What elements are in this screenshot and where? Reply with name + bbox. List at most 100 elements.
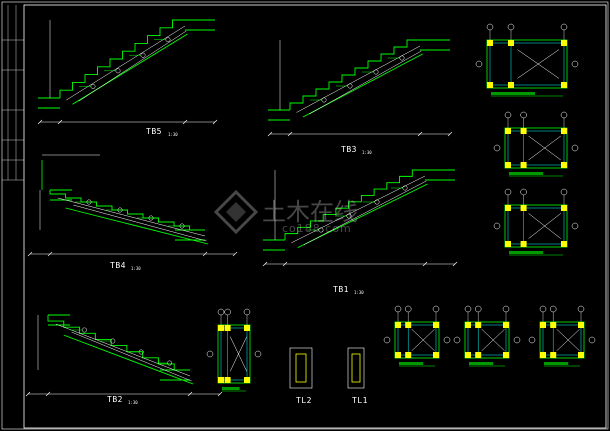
axis-bubble: [520, 188, 527, 196]
column-marker: [405, 352, 412, 358]
column-marker: [475, 322, 482, 328]
column-marker: [520, 205, 527, 211]
axis-bubble-side: [528, 336, 536, 344]
plan-outline: [217, 324, 251, 384]
column-marker: [520, 128, 527, 134]
stair-soffit: [297, 183, 428, 249]
stair-tb3: [267, 39, 453, 137]
column-marker: [244, 325, 250, 331]
plan-inner: [507, 130, 565, 166]
column-marker: [405, 322, 412, 328]
stair-sections: [25, 19, 458, 397]
dimension-tick: [417, 131, 423, 137]
column-marker: [395, 322, 401, 328]
dimension-tick: [217, 391, 223, 397]
plan-diagonal-2: [229, 336, 248, 372]
axis-bubble: [404, 305, 412, 313]
column-marker: [503, 322, 509, 328]
dimension-tick: [47, 251, 53, 257]
column-marker: [550, 352, 557, 358]
plan-diagonal-2: [481, 329, 505, 351]
scale-tb1: 1:30: [354, 290, 364, 295]
dimension-tick: [187, 391, 193, 397]
callout-circle: [373, 69, 379, 75]
dimension-tick: [25, 391, 31, 397]
column-marker: [475, 352, 482, 358]
stair-soffit: [65, 207, 209, 245]
dimension-tick: [182, 119, 188, 125]
scale-tb2: 1:30: [128, 400, 138, 405]
caption-text-bar: [509, 172, 544, 175]
axis-bubble: [464, 305, 472, 313]
callout-circle: [165, 37, 171, 43]
column-marker: [561, 162, 567, 168]
column-marker: [508, 82, 514, 88]
axis-bubble: [507, 23, 515, 31]
axis-bubble-side: [493, 222, 501, 230]
rebar-line: [57, 197, 206, 237]
column-marker: [561, 82, 567, 88]
plan-inner: [489, 42, 565, 86]
dimension-tick: [27, 251, 33, 257]
title-tl1: TL1: [352, 396, 368, 405]
column-marker: [550, 322, 557, 328]
callout-circle: [402, 185, 408, 191]
caption-text-bar: [491, 92, 535, 95]
dimension-tick: [212, 119, 218, 125]
dimension-tick: [232, 251, 238, 257]
plan-detail: [206, 308, 262, 392]
column-marker: [505, 128, 511, 134]
column-marker: [218, 325, 224, 331]
caption-text-bar: [509, 251, 544, 254]
axis-bubble-side: [443, 336, 451, 344]
title-tb3: TB3: [341, 145, 357, 154]
axis-bubble: [560, 111, 568, 119]
rebar-line-lower: [71, 331, 192, 382]
tl2-section: [289, 347, 313, 389]
stair-steps: [49, 190, 205, 231]
axis-bubble: [474, 305, 482, 313]
rebar-line: [55, 323, 191, 377]
title-strip: [2, 5, 24, 181]
title-tb2: TB2: [107, 395, 123, 404]
axis-bubble: [539, 305, 547, 313]
callout-circle: [140, 52, 146, 58]
column-marker: [505, 241, 511, 247]
scale-tb3: 1:30: [362, 150, 372, 155]
stair-soffit: [63, 334, 194, 385]
axis-bubble: [577, 305, 585, 313]
column-marker: [218, 377, 224, 383]
dimension-tick: [45, 391, 51, 397]
axis-bubble: [504, 111, 512, 119]
watermark-logo: [214, 190, 258, 234]
dimension-tick: [37, 119, 43, 125]
callout-circle: [81, 327, 87, 333]
axis-bubble: [243, 308, 251, 316]
tl2-stirrup: [295, 353, 307, 383]
stair-steps: [59, 19, 185, 98]
column-marker: [561, 40, 567, 46]
axis-bubble: [504, 188, 512, 196]
watermark-url: co188.com: [282, 222, 352, 235]
column-marker: [433, 322, 439, 328]
plan-inner: [467, 324, 507, 356]
column-marker: [540, 352, 546, 358]
axis-bubble-side: [206, 350, 214, 358]
title-tb5: TB5: [146, 127, 162, 136]
column-marker: [224, 325, 231, 331]
column-marker: [433, 352, 439, 358]
callout-circle: [167, 360, 173, 366]
callout-circle: [347, 83, 353, 89]
axis-bubble: [560, 23, 568, 31]
column-marker: [505, 162, 511, 168]
callout-circle: [321, 97, 327, 103]
title-tb4: TB4: [110, 261, 126, 270]
plan-outline: [504, 127, 568, 169]
column-marker: [505, 205, 511, 211]
stair-steps: [289, 39, 420, 110]
plan-diagonal-2: [556, 329, 580, 351]
plan-2: [493, 111, 579, 177]
plan-bottom-2: [453, 305, 521, 367]
